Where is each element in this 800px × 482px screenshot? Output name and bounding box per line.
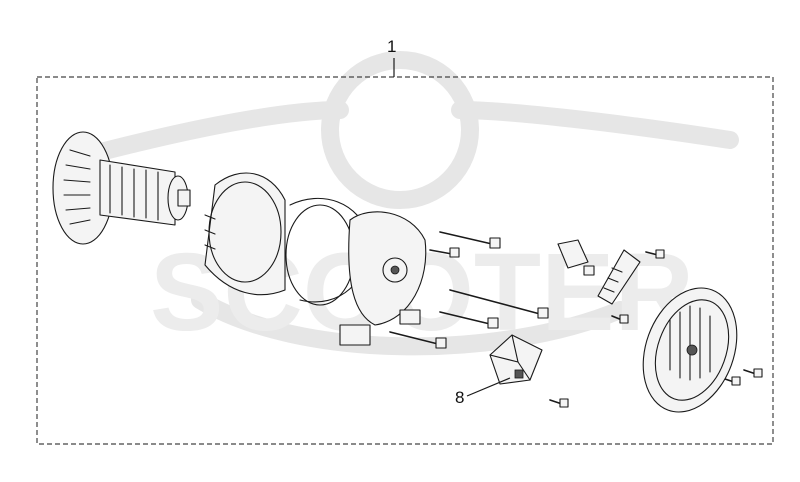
terminal-strip-part [597, 249, 641, 305]
screw-middle-right [611, 314, 629, 324]
end-bracket-part [339, 211, 427, 346]
short-bolt-top [429, 247, 460, 258]
brush-holder-part [557, 239, 595, 276]
callout-regulator: 8 [455, 377, 511, 407]
fan-cover-part [642, 287, 738, 413]
through-bolt-lower [439, 311, 499, 329]
stator-part [204, 172, 286, 296]
through-bolt-middle [449, 289, 549, 319]
through-bolt-upper [439, 231, 501, 249]
rotor-fan-part [52, 131, 191, 245]
callout-label: 1 [387, 37, 396, 56]
screw-top-right [645, 249, 665, 259]
through-bolt-bottom [389, 331, 447, 349]
callout-label: 8 [455, 388, 464, 407]
screw-cover-right [743, 368, 763, 378]
screw-lower [549, 398, 569, 408]
assembly-frame [36, 76, 774, 445]
regulator-part [489, 334, 543, 385]
callout-assembly: 1 [387, 37, 396, 77]
